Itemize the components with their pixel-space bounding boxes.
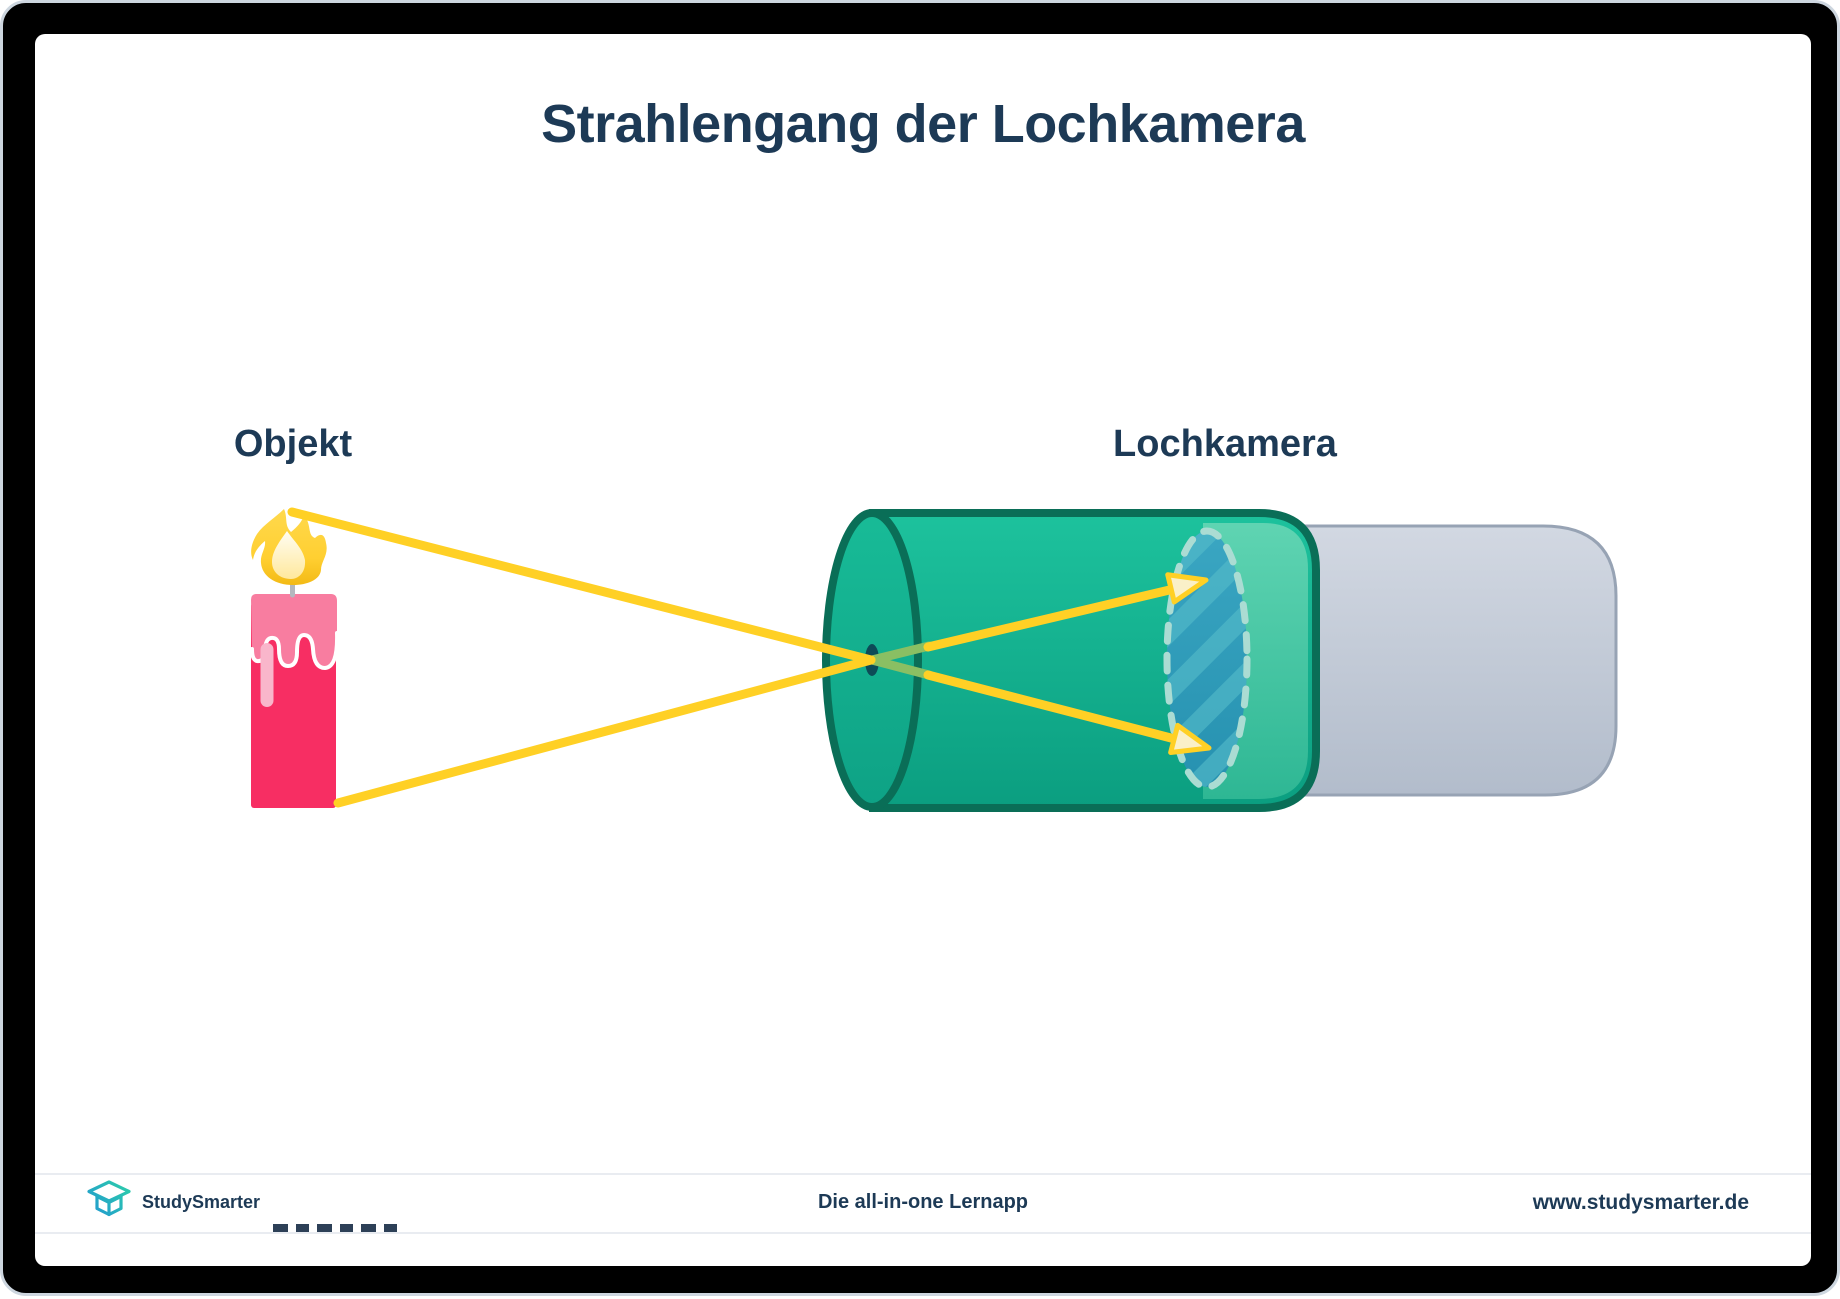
brand-name: StudySmarter <box>142 1192 261 1212</box>
studysmarter-box-logo-icon <box>87 1180 131 1217</box>
slide-page <box>35 34 1811 1266</box>
footer-url: www.studysmarter.de <box>1532 1191 1749 1214</box>
clipped-text-artifact <box>273 1224 397 1232</box>
footer-tagline: Die all-in-one Lernapp <box>817 1191 1029 1213</box>
label-lochkamera: Lochkamera <box>1113 423 1337 465</box>
page-title: Strahlengang der Lochkamera <box>541 94 1305 154</box>
footer-bottom-rule <box>35 1232 1811 1234</box>
label-objekt: Objekt <box>233 423 353 465</box>
footer-top-rule <box>35 1173 1811 1175</box>
